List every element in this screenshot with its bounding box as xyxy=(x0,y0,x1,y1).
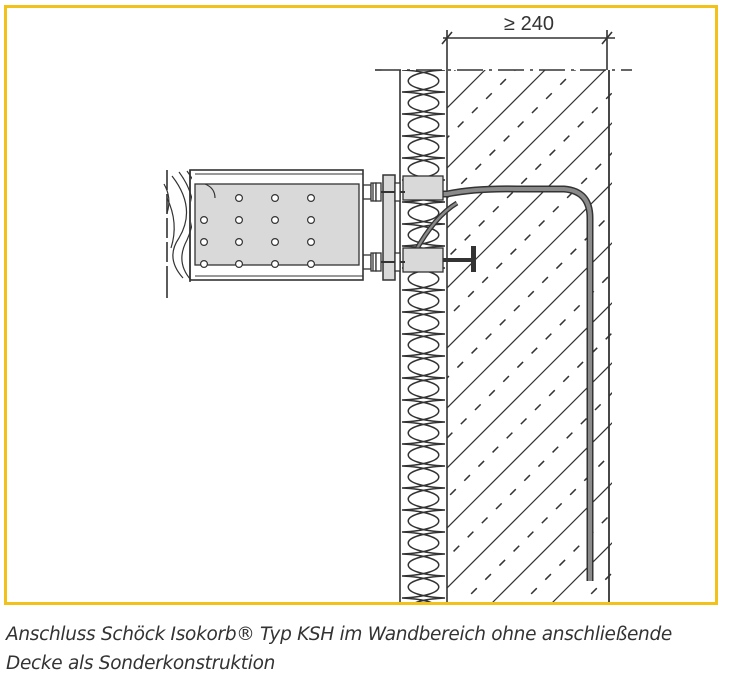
dimension-line xyxy=(441,30,615,70)
end-plate xyxy=(382,174,396,281)
steel-profile xyxy=(189,169,364,281)
figure-frame: ≥ 240 xyxy=(4,5,718,605)
caption-line-2: Decke als Sonderkonstruktion xyxy=(6,653,276,674)
caption-line-1: Anschluss Schöck Isokorb® Typ KSH im Wan… xyxy=(6,624,672,645)
figure-caption: Anschluss Schöck Isokorb® Typ KSH im Wan… xyxy=(6,620,726,678)
concrete-wall xyxy=(446,70,612,602)
bolt-lower xyxy=(361,252,405,272)
detail-drawing: ≥ 240 xyxy=(163,13,632,602)
rebar-loop xyxy=(412,185,594,581)
bolt-upper xyxy=(361,182,405,202)
isokorb-plates xyxy=(402,175,444,273)
insulation-layer xyxy=(399,70,446,602)
dimension-label: ≥ 240 xyxy=(504,13,554,35)
timber-beam xyxy=(163,170,192,298)
